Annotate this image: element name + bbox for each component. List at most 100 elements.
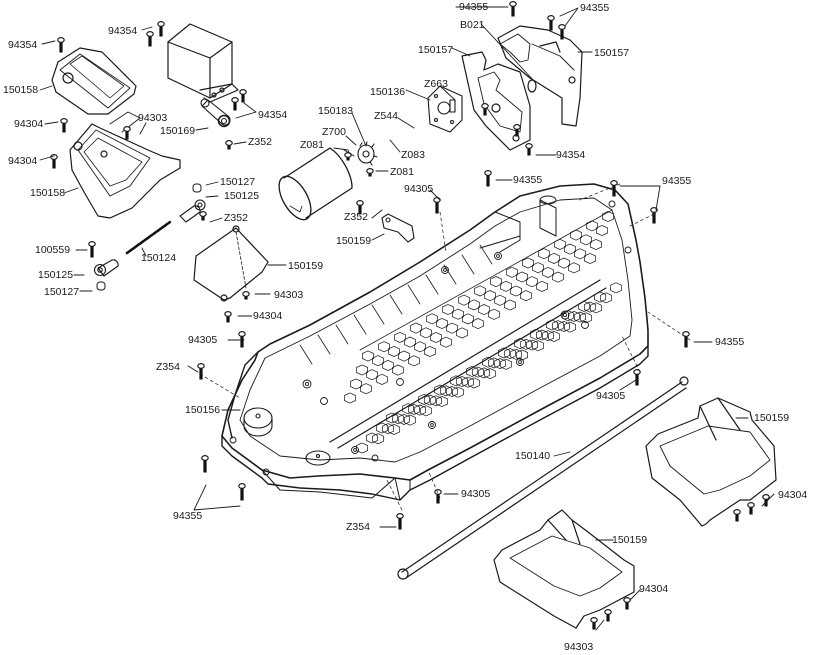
hex-cell: [516, 349, 528, 361]
hex-cell: [558, 257, 570, 269]
hex-cell: [472, 318, 484, 330]
part-label: 94354: [258, 109, 288, 121]
part-label: Z352: [248, 136, 272, 148]
part-label: 150158: [3, 84, 39, 96]
hex-cell: [474, 285, 486, 297]
hex-cell: [586, 220, 598, 232]
hex-cell: [590, 302, 602, 314]
part-label: 94304: [253, 310, 283, 322]
part-label: 150159: [754, 412, 790, 424]
part-label: 94303: [138, 112, 168, 124]
part-label: Z544: [374, 110, 398, 122]
screw-icon: [747, 502, 755, 515]
hex-cell: [590, 239, 602, 250]
hex-cell: [554, 238, 566, 250]
part-label: Z081: [390, 166, 414, 178]
part-label: 94304: [14, 118, 44, 130]
screw-icon: [123, 125, 131, 140]
part-label: 150156: [185, 404, 221, 416]
hex-cell: [594, 291, 606, 303]
clamp-150159: [381, 213, 415, 243]
hex-cell: [532, 262, 544, 274]
leader-lines: [39, 6, 775, 631]
hex-cell: [362, 350, 374, 362]
assembly-guide-lines: [199, 183, 691, 511]
hex-cell: [446, 322, 458, 334]
hex-cell: [574, 248, 586, 260]
hex-cell: [418, 393, 430, 405]
hex-cell: [366, 369, 378, 381]
screw-icon: [434, 489, 442, 504]
battery-tray-150159-bottom: [493, 509, 635, 629]
screw-icon: [547, 15, 555, 31]
hex-cell: [542, 330, 554, 342]
part-label: Z083: [401, 149, 425, 161]
hex-grid-right: [356, 282, 622, 454]
screw-icon: [484, 170, 492, 187]
hex-cell: [434, 384, 446, 396]
motor: [278, 147, 353, 221]
screw-icon: [242, 291, 250, 300]
part-label: 94354: [108, 25, 138, 37]
hex-cell: [504, 299, 516, 311]
hex-cell: [546, 319, 558, 331]
hex-cell: [450, 375, 462, 387]
hex-cell: [472, 366, 484, 378]
hex-cell: [580, 234, 592, 246]
hex-cell: [376, 422, 388, 434]
hex-cell: [500, 358, 512, 370]
part-label: Z663: [424, 78, 448, 90]
hex-cell: [404, 336, 416, 348]
hex-cell: [548, 252, 560, 264]
hex-cell: [394, 331, 406, 343]
screw-icon: [366, 168, 374, 177]
hex-cell: [356, 442, 368, 454]
hex-cell: [498, 347, 510, 359]
hex-cell: [510, 285, 522, 297]
hex-cell: [388, 345, 400, 357]
hex-cell: [462, 376, 474, 388]
part-label: 150157: [594, 47, 630, 59]
part-label: 94305: [596, 390, 626, 402]
turnbuckle-150124: [125, 220, 172, 255]
part-label: 150157: [418, 44, 454, 56]
screw-icon: [610, 180, 618, 197]
rod-end-150125-upper: [179, 199, 206, 223]
hex-cell: [484, 290, 496, 302]
screw-icon: [396, 512, 404, 530]
hex-cell: [414, 404, 426, 416]
hex-cell: [562, 310, 574, 322]
part-label: 150127: [44, 286, 80, 298]
hex-cell: [452, 308, 464, 320]
hex-cell: [548, 330, 560, 342]
screws: [50, 0, 770, 630]
hex-cell: [468, 377, 480, 389]
screw-icon: [57, 36, 65, 53]
hex-cell: [408, 355, 420, 367]
hex-cell: [516, 271, 528, 283]
hex-cell: [500, 280, 512, 292]
part-label: 94304: [639, 583, 669, 595]
screw-icon: [513, 123, 521, 137]
part-label: B021: [460, 19, 485, 31]
hex-cell: [420, 405, 432, 417]
receiver-box-base-150158: [69, 111, 181, 219]
hex-cell: [442, 304, 454, 315]
esc-plate-150159: [193, 225, 269, 302]
part-label: Z354: [156, 361, 180, 373]
screw-icon: [239, 88, 247, 103]
servo: [167, 23, 239, 103]
screw-icon: [146, 31, 154, 47]
hex-cell: [494, 294, 506, 306]
hex-cell: [584, 301, 596, 313]
battery-tray-150159-right: [645, 397, 777, 527]
hex-cell: [456, 327, 468, 339]
part-label: Z081: [300, 139, 324, 151]
mount-bosses: [229, 200, 632, 476]
hex-cell: [488, 308, 500, 320]
hex-cell: [520, 338, 532, 350]
hex-cell: [376, 373, 388, 385]
screw-icon: [197, 363, 205, 380]
part-label: 150127: [220, 176, 256, 188]
